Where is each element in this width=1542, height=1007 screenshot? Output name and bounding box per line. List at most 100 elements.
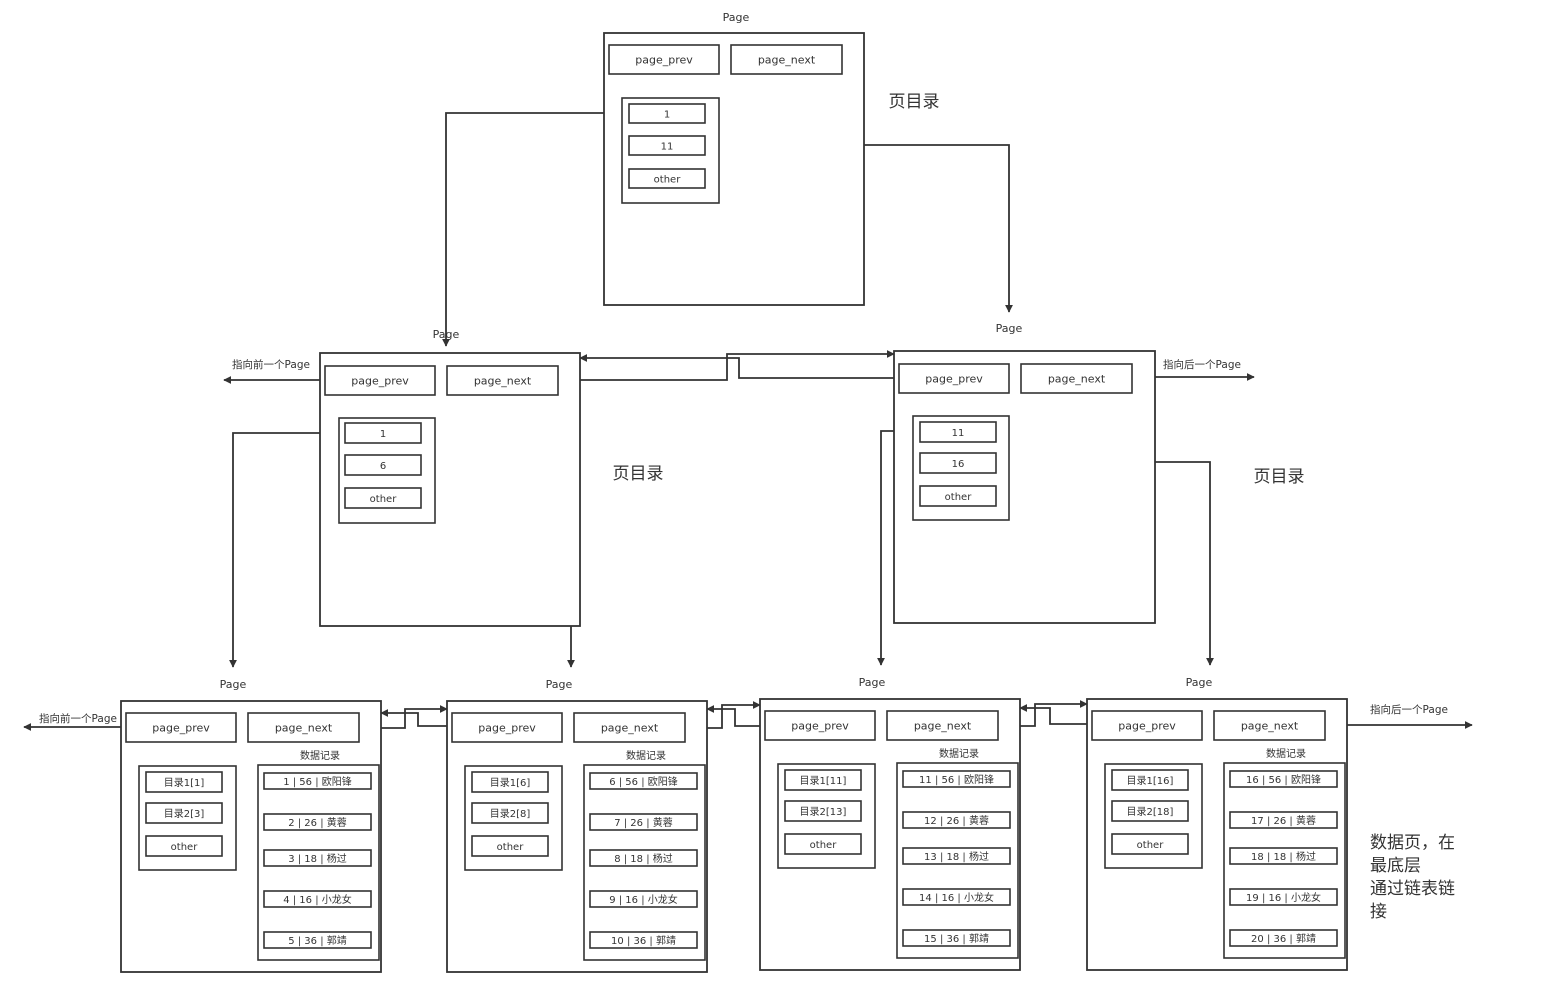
- data-page-3-page-prev-text: page_prev: [791, 720, 849, 733]
- index-page-1-dir-entry-2-text: other: [370, 494, 398, 505]
- data-page-3-dir-entry-1-text: 目录2[13]: [800, 806, 847, 818]
- root-dir-entry-0-box: [628, 103, 706, 124]
- index-page-2-dir-entry-1-text: 16: [952, 459, 965, 470]
- index-page-2-dir-entry-0-box: [919, 421, 997, 443]
- data-page-4-record-4-text: 20 | 36 | 郭靖: [1251, 932, 1316, 945]
- data-page-2-dir-entry-2-text: other: [497, 842, 525, 853]
- root-dir-entry-2-text: other: [654, 175, 682, 186]
- data-page-1-dir-entry-0-box: [145, 771, 223, 793]
- data-page-3-record-4-box: [902, 929, 1011, 947]
- data-page-note-line: 最底层: [1370, 856, 1421, 876]
- data-page-4-records-title: 数据记录: [1266, 747, 1306, 760]
- root-dir-entry-1-text: 11: [661, 142, 674, 153]
- index-page-1-page-prev-box: [324, 365, 436, 396]
- data-page-2-page-prev-text: page_prev: [478, 722, 536, 735]
- data-page-3-record-0-text: 11 | 56 | 欧阳锋: [919, 773, 994, 786]
- data-page-4-record-2-text: 18 | 18 | 杨过: [1251, 850, 1316, 863]
- data-page-3-record-1-box: [902, 811, 1011, 829]
- data-page-1-record-2-text: 3 | 18 | 杨过: [288, 852, 347, 865]
- data-page-3-record-2-box: [902, 847, 1011, 865]
- data-page-3-dir-entry-0-text: 目录1[11]: [800, 775, 847, 787]
- data-page-1-to-prev-page-label: 指向前一个Page: [39, 712, 117, 725]
- data-page-1-page-prev-box: [125, 712, 237, 743]
- data-page-1-page-next-box: [247, 712, 360, 743]
- data-page-1-record-4-text: 5 | 36 | 郭靖: [288, 934, 347, 947]
- data-page-1-label: Page: [220, 678, 247, 691]
- index-page-2-dir-entry-2-text: other: [945, 492, 973, 503]
- data-page-4-dir-entry-1-text: 目录2[18]: [1127, 806, 1174, 818]
- index-page-1-dir-entry-0-box: [344, 422, 422, 444]
- root-dir-entry-2-box: [628, 168, 706, 189]
- data-page-2-record-3-text: 9 | 16 | 小龙女: [609, 893, 678, 906]
- data-page-2-page-next-box: [573, 712, 686, 743]
- data-page-4-record-0-text: 16 | 56 | 欧阳锋: [1246, 773, 1321, 786]
- data-page-1-record-4-box: [263, 931, 372, 949]
- data-prev-link-2: [706, 705, 765, 727]
- data-page-3-record-3-box: [902, 888, 1011, 906]
- data-page-4-dir-entry-0-box: [1111, 769, 1189, 791]
- data-page-1-record-1-text: 2 | 26 | 黄蓉: [288, 816, 347, 829]
- index-prev-link: [579, 354, 899, 379]
- data-page-3-record-2-text: 13 | 18 | 杨过: [924, 850, 989, 863]
- root-page-prev-box: [608, 44, 720, 75]
- data-page-1-page-next-text: page_next: [275, 722, 333, 735]
- index-page-1-dir-entry-2-box: [344, 487, 422, 509]
- index-page-1-page-next-box: [446, 365, 559, 396]
- data-page-4-record-4-box: [1229, 929, 1338, 947]
- data-page-3-record-1-text: 12 | 26 | 黄蓉: [924, 814, 989, 827]
- index-page-2-dir-entry-1-box: [919, 452, 997, 474]
- index-page-1-page-next-text: page_next: [474, 375, 532, 388]
- data-page-1-dir-entry-0-text: 目录1[1]: [164, 777, 205, 789]
- data-page-2-dir-entry-1-box: [471, 802, 549, 824]
- index-1-to-prev-page-label: 指向前一个Page: [232, 358, 310, 371]
- data-page-3-dir-entry-2-text: other: [810, 840, 838, 851]
- data-page-4-page-prev-box: [1091, 710, 1203, 741]
- data-page-2-record-4-box: [589, 931, 698, 949]
- index-page-2-page-next-text: page_next: [1048, 373, 1106, 386]
- index-page-2-dir-entry-2-box: [919, 485, 997, 507]
- data-page-2-record-0-text: 6 | 56 | 欧阳锋: [609, 775, 678, 788]
- data-page-3-record-3-text: 14 | 16 | 小龙女: [919, 891, 994, 904]
- data-page-2-record-2-box: [589, 849, 698, 867]
- root-page-next-box: [730, 44, 843, 75]
- data-page-2-record-4-text: 10 | 36 | 郭靖: [611, 934, 676, 947]
- data-page-4-record-3-text: 19 | 16 | 小龙女: [1246, 891, 1321, 904]
- index-page-1-directory-title: 页目录: [613, 464, 664, 484]
- data-page-4-to-next-page-label: 指向后一个Page: [1370, 703, 1448, 716]
- data-page-2-dir-entry-2-box: [471, 835, 549, 857]
- data-page-1-record-3-text: 4 | 16 | 小龙女: [283, 893, 352, 906]
- index-page-2-page-next-box: [1020, 363, 1133, 394]
- index-page-1-page-prev-text: page_prev: [351, 375, 409, 388]
- data-page-4-page-prev-text: page_prev: [1118, 720, 1176, 733]
- index-2-to-next-page-label: 指向后一个Page: [1163, 358, 1241, 371]
- data-prev-link-1: [380, 709, 452, 727]
- data-page-note-line: 数据页，在: [1370, 833, 1455, 853]
- index-next-link: [558, 350, 895, 381]
- root-page-prev-text: page_prev: [635, 54, 693, 67]
- data-page-4-record-0-box: [1229, 770, 1338, 788]
- data-page-1-dir-entry-2-text: other: [171, 842, 199, 853]
- data-page-2-dir-entry-1-text: 目录2[8]: [490, 808, 531, 820]
- data-page-2-dir-entry-0-box: [471, 771, 549, 793]
- data-page-3-record-0-box: [902, 770, 1011, 788]
- root-dir-entry-1-box: [628, 135, 706, 156]
- data-page-1-record-3-box: [263, 890, 372, 908]
- data-page-4-record-1-text: 17 | 26 | 黄蓉: [1251, 814, 1316, 827]
- index-page-1-dir-entry-0-text: 1: [380, 429, 386, 440]
- index-page-1-label: Page: [433, 328, 460, 341]
- index-page-1-dir-entry-1-text: 6: [380, 461, 386, 472]
- index-page-2-label: Page: [996, 322, 1023, 335]
- data-prev-link-3: [1019, 704, 1092, 725]
- index-page-2-page-prev-text: page_prev: [925, 373, 983, 386]
- data-page-4-dir-entry-2-text: other: [1137, 840, 1165, 851]
- data-page-3-records-title: 数据记录: [939, 747, 979, 760]
- data-page-4-record-2-box: [1229, 847, 1338, 865]
- data-page-2-record-0-box: [589, 772, 698, 790]
- data-page-3-page-next-box: [886, 710, 999, 741]
- data-next-link-1: [359, 705, 448, 729]
- data-page-note: 数据页，在最底层通过链表链接: [1370, 833, 1455, 922]
- data-page-3-record-4-text: 15 | 36 | 郭靖: [924, 932, 989, 945]
- data-page-2-record-2-text: 8 | 18 | 杨过: [614, 852, 673, 865]
- data-page-3-page-next-text: page_next: [914, 720, 972, 733]
